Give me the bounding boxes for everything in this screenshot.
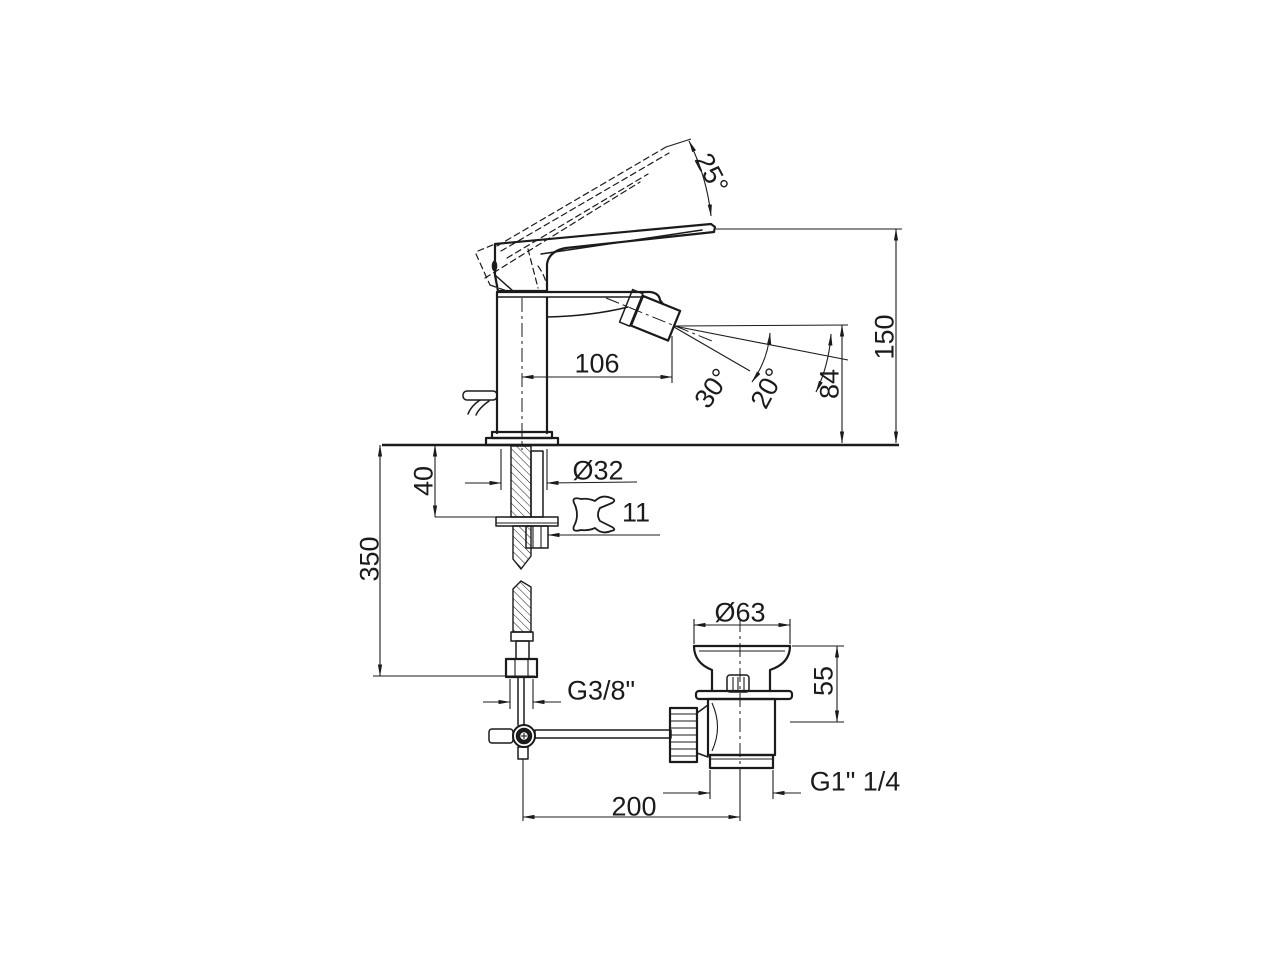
waste-knob (726, 674, 750, 693)
waste-cap (692, 644, 714, 693)
handle-lever (491, 222, 717, 293)
spout-reach-label: 106 (574, 349, 619, 379)
threaded-rod-break (512, 525, 532, 571)
spout-top-bar (495, 290, 665, 306)
linkage-bottom-stub (517, 746, 529, 760)
flex-hose (512, 580, 532, 633)
aerator-axis (605, 297, 713, 342)
popup-rod-length-label: 200 (611, 792, 656, 822)
dimension-handle-angle: 25° (665, 138, 734, 217)
dimension-waste-diameter: Ø63 (693, 598, 791, 644)
total-height-label: 150 (870, 314, 900, 359)
dimension-waste-height: 55 (790, 645, 844, 723)
spray-angle-outer-label: 20° (745, 363, 791, 413)
supply-drop-label: 350 (355, 536, 385, 581)
dimension-mount-depth: 40 (409, 444, 496, 518)
faucet-body (462, 288, 713, 450)
popup-knob (462, 390, 498, 416)
spout-height-label: 84 (815, 369, 845, 399)
drain-assembly (668, 618, 794, 770)
dimension-spout-height: 84 (815, 324, 845, 444)
threaded-stud (510, 445, 532, 518)
waste-thread-label: G1" 1/4 (810, 767, 901, 797)
handle-pivot-pin (491, 260, 498, 272)
waste-height-label: 55 (809, 666, 839, 696)
supply-tube (530, 450, 544, 518)
mount-depth-label: 40 (409, 466, 439, 496)
rod-coupling-nut (668, 704, 709, 764)
wrench-callout: 11 (547, 495, 660, 538)
popup-linkage (488, 724, 672, 760)
waste-locknut (708, 753, 775, 770)
dimension-waste-thread: G1" 1/4 (663, 767, 901, 799)
hose-neck (515, 640, 530, 660)
linkage-left-stub (488, 728, 514, 744)
spout-underside (546, 306, 629, 318)
washer (495, 516, 559, 527)
wrench-size-label: 11 (622, 498, 650, 528)
dimension-supply-drop: 350 (355, 444, 535, 677)
hole-diameter-label: Ø32 (572, 456, 623, 486)
spray-angle-inner-label: 30° (688, 363, 736, 414)
hose-collar (510, 631, 534, 642)
base-flange-lower (484, 436, 560, 447)
supply-hex-nut (504, 657, 539, 679)
aerator (618, 288, 682, 342)
supply-thread-label: G3/8" (567, 676, 635, 706)
dimension-hole-diameter: Ø32 (465, 449, 638, 490)
dimension-supply-thread: G3/8" (483, 676, 635, 709)
dimension-spout-reach: 106 (521, 336, 673, 383)
mounting-hardware (495, 445, 559, 726)
dimension-popup-rod-length: 200 (522, 759, 741, 822)
waste-diameter-label: Ø63 (714, 598, 765, 628)
dimension-total-height: 150 (716, 228, 902, 444)
wrench-icon (572, 495, 616, 534)
handle-ghost-dashed (475, 146, 670, 292)
horizontal-rod (534, 729, 672, 739)
